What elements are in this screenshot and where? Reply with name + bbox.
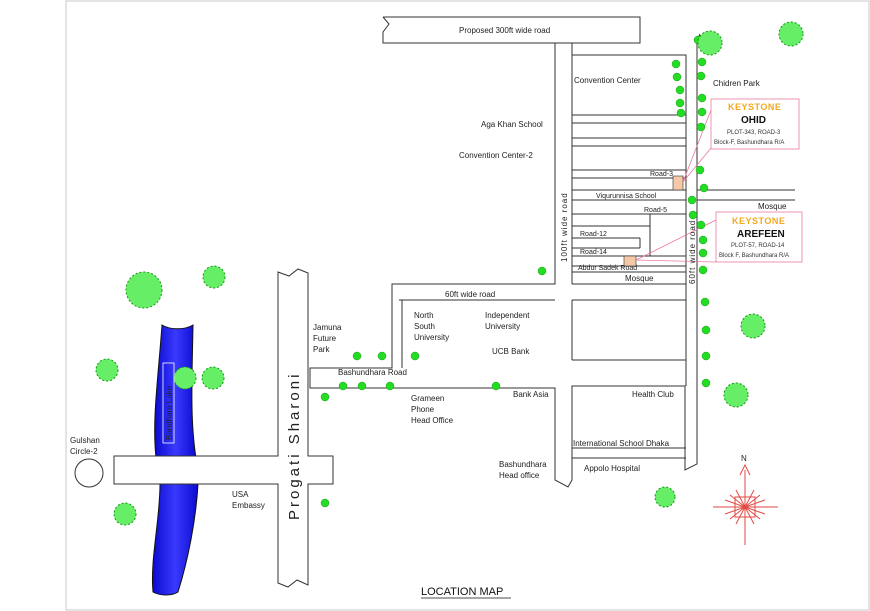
appolo-label: Appolo Hospital — [584, 464, 640, 473]
keystone-arefeen-brand: KEYSTONE — [732, 216, 785, 226]
keystone-arefeen-block: Block F, Bashundhara R/A — [719, 253, 789, 259]
map-frame — [65, 0, 870, 611]
aga-khan-block — [571, 122, 687, 139]
grameen-line-1: Grameen — [411, 394, 444, 403]
grameen-line-2: Phone — [411, 405, 435, 414]
bashundhara-head-line-2: Head office — [499, 471, 540, 480]
keystone-arefeen-name: AREFEEN — [737, 229, 785, 240]
progati-sharoni-label: Progati Sharoni — [286, 372, 303, 520]
gulshan-circle — [74, 458, 104, 488]
convention-center-2-label: Convention Center-2 — [459, 151, 533, 160]
north-compass — [713, 463, 778, 545]
baridhara-lake-south — [151, 483, 199, 596]
isd-label: International School Dhaka — [573, 439, 670, 448]
convention-center-2-block — [571, 145, 687, 171]
proposed-road-top — [382, 16, 555, 44]
trees — [320, 35, 711, 508]
keystone-arefeen-box — [715, 211, 803, 263]
location-map-title: LOCATION MAP — [421, 586, 503, 598]
keystone-ohid-plot: PLOT-343, ROAD-3 — [727, 130, 781, 136]
keystone-ohid-name: OHID — [741, 115, 766, 126]
ucb-label: UCB Bank — [492, 347, 530, 356]
gulshan-line-2: Circle-2 — [70, 447, 98, 456]
bank-asia-label: Bank Asia — [513, 390, 549, 399]
keystone-ohid-box — [710, 98, 800, 150]
proposed-road-label: Proposed 300ft wide road — [459, 26, 550, 35]
large-trees — [95, 21, 804, 526]
road-3-label: Road-3 — [650, 171, 673, 178]
bashundhara-head-line-1: Bashundhara — [499, 460, 547, 469]
nsu-line-1: North — [414, 311, 434, 320]
road-100ft-label: 100ft wide road — [560, 192, 569, 262]
iub-line-2: University — [485, 322, 520, 331]
childrens-park-label: Chidren Park — [713, 79, 761, 88]
nsu-line-3: University — [414, 333, 449, 342]
road-network — [309, 16, 698, 488]
nsu-line-2: South — [414, 322, 435, 331]
usa-embassy-line-2: Embassy — [232, 501, 265, 510]
jamuna-line-2: Future — [313, 334, 337, 343]
project-plot-arefeen — [623, 255, 637, 267]
road-5-label: Road-5 — [644, 207, 667, 214]
road-60ft-vertical-label: 60ft wide road — [688, 220, 697, 284]
convention-center-block — [571, 54, 687, 116]
road-60ft-horizontal-label: 60ft wide road — [445, 290, 495, 299]
baridhara-lake — [154, 324, 197, 459]
progati-sharoni-road — [113, 268, 334, 588]
baridhara-lake-label: Baridhara Lake — [165, 385, 174, 440]
viqurunnisa-label: Viqurunnisa School — [596, 193, 657, 200]
gulshan-line-1: Gulshan — [70, 436, 100, 445]
health-club-label: Health Club — [632, 390, 674, 399]
mosque-bottom-label: Mosque — [625, 274, 654, 283]
aga-khan-label: Aga Khan School — [481, 120, 543, 129]
road-12-label: Road-12 — [580, 231, 607, 238]
jamuna-line-1: Jamuna — [313, 323, 342, 332]
project-plot-ohid — [672, 175, 684, 191]
abdur-sadek-label: Abdur Sadek Road — [578, 265, 637, 272]
mosque-top-label: Mosque — [758, 202, 787, 211]
grameen-line-3: Head Office — [411, 416, 454, 425]
keystone-ohid-brand: KEYSTONE — [728, 102, 781, 112]
road-14-label: Road-14 — [580, 249, 607, 256]
bashundhara-road-label: Bashundhara Road — [338, 368, 407, 377]
iub-line-1: Independent — [485, 311, 530, 320]
keystone-ohid-block: Block-F, Bashundhara R/A — [714, 140, 784, 146]
jamuna-line-3: Park — [313, 345, 330, 354]
convention-center-label: Convention Center — [574, 76, 641, 85]
north-label: N — [741, 454, 747, 463]
usa-embassy-line-1: USA — [232, 490, 249, 499]
keystone-arefeen-plot: PLOT-57, ROAD-14 — [731, 243, 785, 249]
